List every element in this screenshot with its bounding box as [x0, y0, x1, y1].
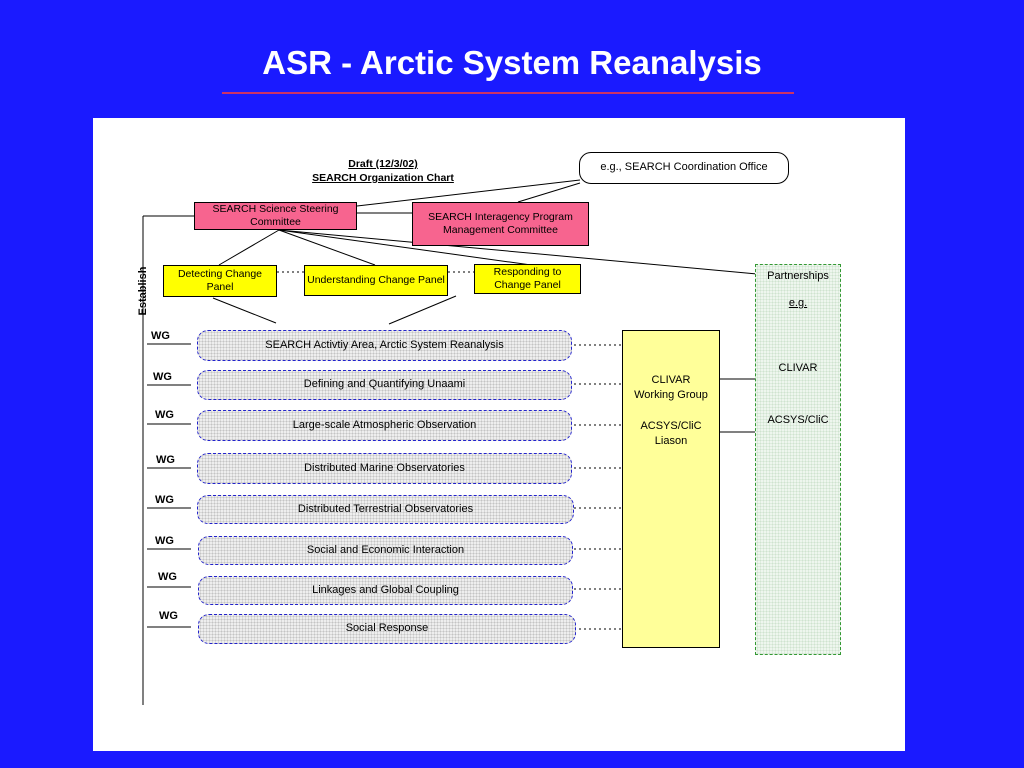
org-chart-panel: Draft (12/3/02) SEARCH Organization Char… [93, 118, 905, 751]
interagency-committee-box: SEARCH Interagency Program Management Co… [412, 202, 589, 246]
wg-label: WG [155, 409, 174, 421]
partnerships-box: Partnerships e.g. CLIVAR ACSYS/CliC [755, 264, 841, 655]
coordination-office-box: e.g., SEARCH Coordination Office [579, 152, 789, 184]
wg-label: WG [158, 571, 177, 583]
wg-label: WG [153, 371, 172, 383]
working-area-box: Defining and Quantifying Unaami [197, 370, 572, 400]
partnership-acsys-clic: ACSYS/CliC [767, 413, 829, 426]
understanding-change-panel: Understanding Change Panel [304, 265, 448, 296]
working-area-box: SEARCH Activtiy Area, Arctic System Rean… [197, 330, 572, 361]
working-area-box: Distributed Terrestrial Observatories [197, 495, 574, 524]
chart-header: Draft (12/3/02) SEARCH Organization Char… [278, 158, 488, 185]
responding-to-change-panel: Responding to Change Panel [474, 264, 581, 294]
establish-label: Establish [137, 266, 149, 316]
connector-lines [142, 179, 758, 705]
working-area-box: Large-scale Atmospheric Observation [197, 410, 572, 441]
wg-label: WG [155, 535, 174, 547]
partnership-clivar: CLIVAR [778, 361, 818, 374]
wg-label: WG [159, 610, 178, 622]
title-underline [222, 92, 794, 94]
chart-name: SEARCH Organization Chart [312, 171, 454, 184]
working-group-label: Working Group [634, 388, 708, 401]
acsys-clic-label: ACSYS/CliC [640, 419, 702, 432]
partnerships-title: Partnerships [767, 270, 829, 282]
wg-label: WG [156, 454, 175, 466]
wg-label: WG [155, 494, 174, 506]
liason-label: Liason [654, 434, 688, 447]
chart-draft-date: Draft (12/3/02) [348, 158, 418, 170]
wg-label: WG [151, 330, 170, 342]
working-area-box: Social and Economic Interaction [198, 536, 573, 565]
working-area-box: Distributed Marine Observatories [197, 453, 572, 484]
working-area-box: Social Response [198, 614, 576, 644]
slide-title: ASR - Arctic System Reanalysis [262, 44, 762, 81]
clivar-liaison-box: CLIVAR Working Group ACSYS/CliC Liason [622, 330, 720, 648]
partnerships-eg: e.g. [788, 296, 808, 309]
working-area-box: Linkages and Global Coupling [198, 576, 573, 605]
detecting-change-panel: Detecting Change Panel [163, 265, 277, 297]
science-steering-committee-box: SEARCH Science Steering Committee [194, 202, 357, 230]
clivar-label: CLIVAR [651, 374, 691, 386]
